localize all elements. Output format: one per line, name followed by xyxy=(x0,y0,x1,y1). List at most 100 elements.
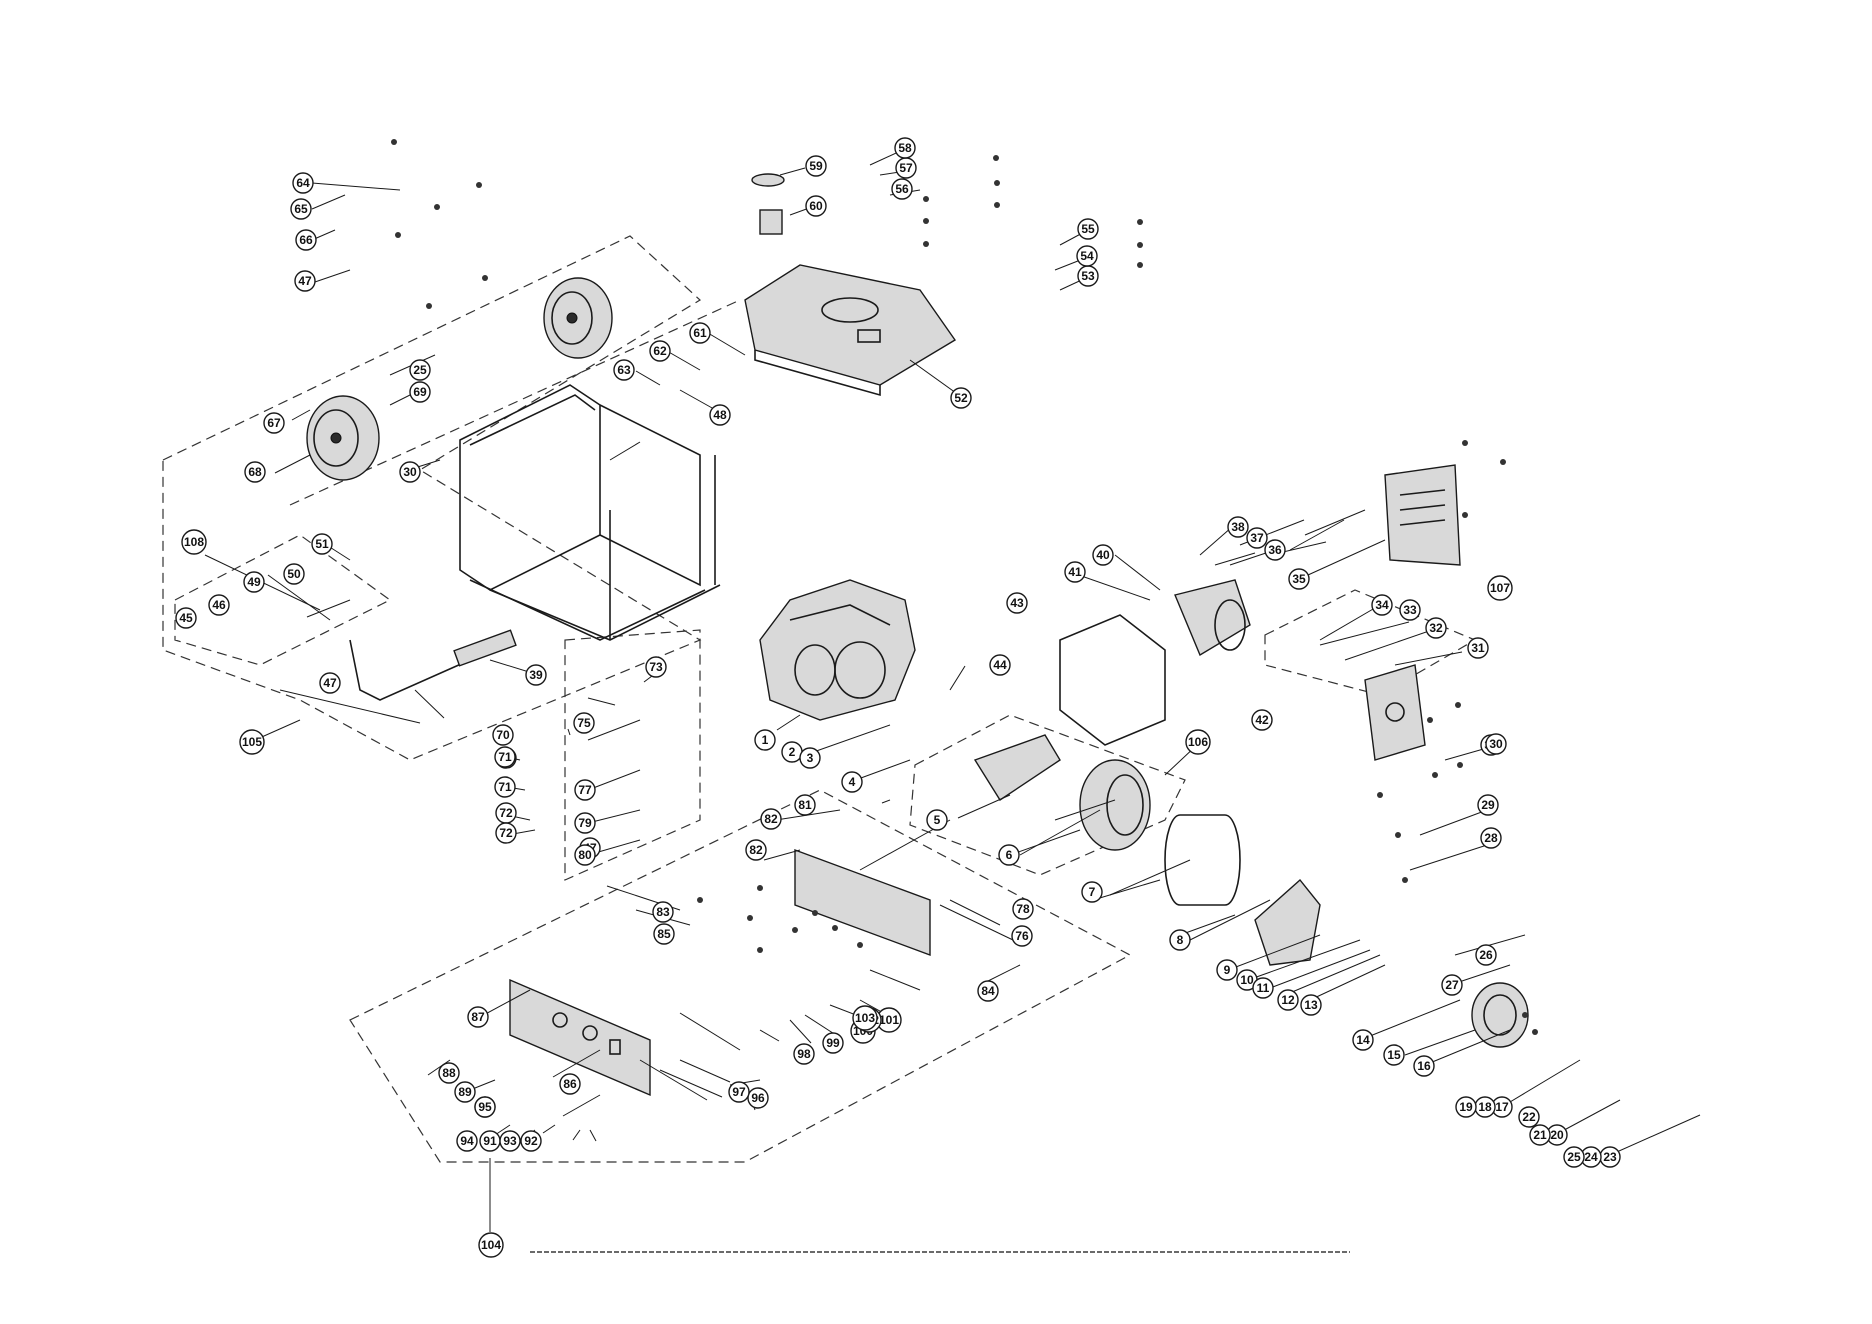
callout-label: 47 xyxy=(298,274,312,288)
callout-49: 49 xyxy=(243,571,265,593)
callout-30: 30 xyxy=(399,461,421,483)
callout-68: 68 xyxy=(244,461,266,483)
callout-label: 10 xyxy=(1240,973,1254,987)
callout-34: 34 xyxy=(1371,594,1393,616)
callout-label: 28 xyxy=(1484,831,1498,845)
callout-64: 64 xyxy=(292,172,314,194)
group-107-boundary xyxy=(564,629,701,881)
callout-label: 39 xyxy=(529,668,543,682)
callout-label: 66 xyxy=(299,233,313,247)
callout-95: 95 xyxy=(474,1096,496,1118)
callout-label: 22 xyxy=(1522,1110,1536,1124)
callout-39: 39 xyxy=(525,664,547,686)
callout-label: 53 xyxy=(1081,269,1095,283)
callout-76: 76 xyxy=(1011,925,1033,947)
callout-20: 20 xyxy=(1546,1124,1568,1146)
callout-label: 56 xyxy=(895,182,909,196)
callout-label: 36 xyxy=(1268,543,1282,557)
callout-label: 52 xyxy=(954,391,968,405)
callout-14: 14 xyxy=(1352,1029,1374,1051)
callout-17: 17 xyxy=(1491,1096,1513,1118)
callout-label: 75 xyxy=(577,716,591,730)
callout-label: 5 xyxy=(934,813,941,827)
callout-label: 73 xyxy=(649,660,663,674)
group-104-boundary xyxy=(909,714,1186,876)
callout-91: 91 xyxy=(479,1130,501,1152)
callout-11: 11 xyxy=(1252,977,1274,999)
callout-53: 53 xyxy=(1077,265,1099,287)
callout-88: 88 xyxy=(438,1062,460,1084)
callout-44: 44 xyxy=(989,654,1011,676)
callout-22: 22 xyxy=(1518,1106,1540,1128)
callout-label: 78 xyxy=(1016,902,1030,916)
callout-label: 76 xyxy=(1015,929,1029,943)
callout-81: 81 xyxy=(794,794,816,816)
callout-label: 57 xyxy=(899,161,913,175)
callout-label: 17 xyxy=(1495,1100,1509,1114)
group-102-boundary xyxy=(349,789,1132,1163)
callout-106: 106 xyxy=(1185,729,1211,755)
callout-label: 89 xyxy=(458,1085,472,1099)
callout-10: 10 xyxy=(1236,969,1258,991)
callout-label: 16 xyxy=(1417,1059,1431,1073)
callout-label: 105 xyxy=(242,735,262,749)
callout-96: 96 xyxy=(747,1087,769,1109)
callout-23: 23 xyxy=(1599,1146,1621,1168)
callout-18: 18 xyxy=(1474,1096,1496,1118)
callout-24: 24 xyxy=(1580,1146,1602,1168)
callout-29: 29 xyxy=(1477,794,1499,816)
callout-26: 26 xyxy=(1475,944,1497,966)
callout-label: 34 xyxy=(1375,598,1389,612)
callout-label: 68 xyxy=(248,465,262,479)
callout-6: 6 xyxy=(998,844,1020,866)
callout-label: 14 xyxy=(1356,1033,1370,1047)
callout-label: 35 xyxy=(1292,572,1306,586)
callout-label: 60 xyxy=(809,199,823,213)
callout-66: 66 xyxy=(295,229,317,251)
engine xyxy=(759,579,916,721)
callout-label: 26 xyxy=(1479,948,1493,962)
callout-label: 42 xyxy=(1255,713,1269,727)
callout-94: 94 xyxy=(456,1130,478,1152)
callout-7: 7 xyxy=(1081,881,1103,903)
callout-77: 77 xyxy=(574,779,596,801)
callout-label: 97 xyxy=(732,1085,746,1099)
callout-38: 38 xyxy=(1227,516,1249,538)
callout-63: 63 xyxy=(613,359,635,381)
callout-label: 108 xyxy=(184,535,204,549)
callout-label: 1 xyxy=(762,733,769,747)
side-panel-31 xyxy=(1364,664,1426,761)
callout-label: 3 xyxy=(807,751,814,765)
callout-label: 91 xyxy=(483,1134,497,1148)
callout-label: 93 xyxy=(503,1134,517,1148)
group-105-boundary xyxy=(1264,589,1477,696)
callout-59: 59 xyxy=(805,155,827,177)
callout-9: 9 xyxy=(1216,959,1238,981)
callout-label: 38 xyxy=(1231,520,1245,534)
callout-label: 69 xyxy=(413,385,427,399)
callout-label: 23 xyxy=(1603,1150,1617,1164)
callout-label: 98 xyxy=(797,1047,811,1061)
callout-45: 45 xyxy=(175,607,197,629)
callout-41: 41 xyxy=(1064,561,1086,583)
callout-108: 108 xyxy=(181,529,207,555)
callout-label: 65 xyxy=(294,202,308,216)
callout-86: 86 xyxy=(559,1073,581,1095)
callout-label: 25 xyxy=(1567,1150,1581,1164)
callout-4: 4 xyxy=(841,771,863,793)
callout-21: 21 xyxy=(1529,1124,1551,1146)
callout-label: 47 xyxy=(323,676,337,690)
callout-label: 59 xyxy=(809,159,823,173)
callout-98: 98 xyxy=(793,1043,815,1065)
callout-label: 19 xyxy=(1459,1100,1473,1114)
callout-5: 5 xyxy=(926,809,948,831)
callout-25: 25 xyxy=(1563,1146,1585,1168)
callout-label: 81 xyxy=(798,798,812,812)
callout-label: 48 xyxy=(713,408,727,422)
side-panel-35 xyxy=(1384,464,1461,566)
callout-label: 82 xyxy=(749,843,763,857)
callout-label: 25 xyxy=(413,363,427,377)
callout-label: 33 xyxy=(1403,603,1417,617)
callout-label: 30 xyxy=(403,465,417,479)
